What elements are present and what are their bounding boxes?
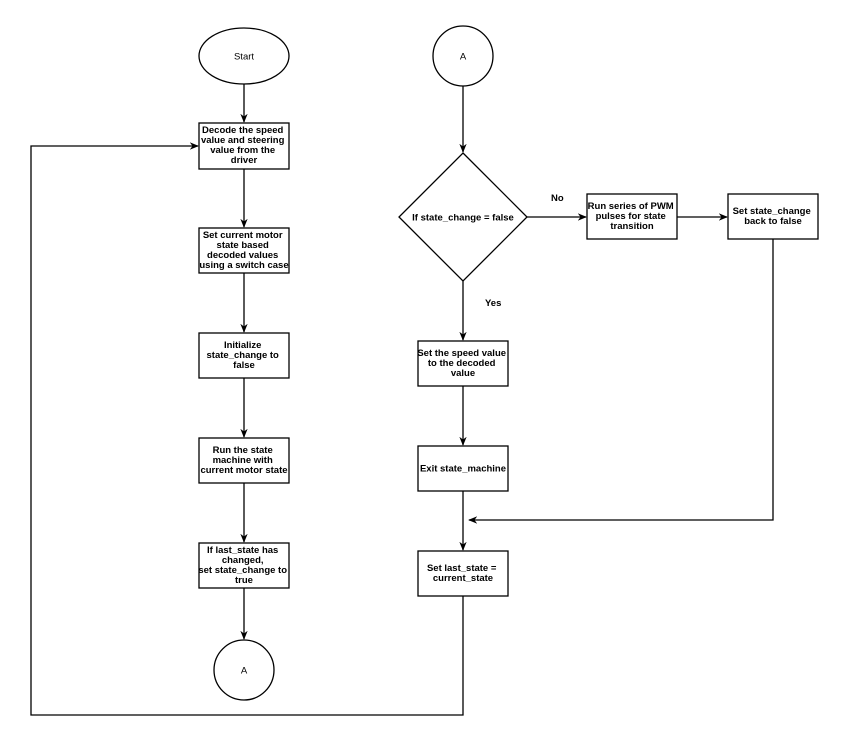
pwm-line-3: transition <box>610 221 653 232</box>
set-state-line-3: decoded values <box>207 250 278 261</box>
if-last-line-1: If last_state has <box>207 545 278 556</box>
set-last-line-1: Set last_state = <box>427 563 497 574</box>
set-last-state-text: Set last_state = current_state <box>427 563 499 584</box>
run-sm-line-1: Run the state <box>213 445 273 456</box>
start-node: Start <box>198 27 290 85</box>
start-label: Start <box>234 52 254 63</box>
run-sm-line-3: current motor state <box>200 465 287 476</box>
set-last-state-node: Set last_state = current_state <box>417 550 509 597</box>
decode-input-text: Decode the speed value and steering valu… <box>201 125 287 166</box>
init-line-3: false <box>233 360 255 371</box>
init-line-2: state_change to <box>207 350 280 361</box>
set-motor-state-text: Set current motor state based decoded va… <box>199 230 288 271</box>
set-state-line-4: using a switch case <box>199 260 288 271</box>
connector-a-bottom-label: A <box>241 666 248 677</box>
if-last-line-2: changed, <box>222 555 264 566</box>
connector-a-bottom: A <box>213 639 275 701</box>
init-line-1: Initialize <box>224 340 261 351</box>
set-speed-line-2: to the decoded <box>428 358 496 369</box>
last-state-check-text: If last_state has changed, set state_cha… <box>198 545 289 586</box>
set-speed-node: Set the speed value to the decoded value <box>417 340 509 387</box>
decode-line-4: driver <box>231 155 258 166</box>
exit-state-machine-node: Exit state_machine <box>417 445 509 492</box>
set-speed-text: Set the speed value to the decoded value <box>417 348 508 379</box>
set-motor-state-node: Set current motor state based decoded va… <box>198 227 290 274</box>
decision-label: If state_change = false <box>412 213 514 224</box>
connector-a-top: A <box>432 25 494 87</box>
reset-state-change-node: Set state_change back to false <box>727 193 819 240</box>
run-state-machine-node: Run the state machine with current motor… <box>198 437 290 484</box>
edge-reset-to-merge <box>468 239 774 524</box>
last-state-check-node: If last_state has changed, set state_cha… <box>198 542 290 589</box>
set-last-line-2: current_state <box>433 573 493 584</box>
decode-input-node: Decode the speed value and steering valu… <box>198 122 290 170</box>
set-state-line-2: state based <box>217 240 269 251</box>
run-sm-line-2: machine with <box>213 455 273 466</box>
pwm-pulses-node: Run series of PWM pulses for state trans… <box>586 193 678 240</box>
set-back-line-1: Set state_change <box>733 206 811 217</box>
edge-label-no: No <box>551 193 564 204</box>
if-last-line-3: set state_change to <box>198 565 287 576</box>
pwm-line-2: pulses for state <box>596 211 666 222</box>
edge-loop-back-to-decode <box>30 142 464 716</box>
exit-label: Exit state_machine <box>420 464 506 475</box>
initialize-node: Initialize state_change to false <box>198 332 290 379</box>
reset-state-change-text: Set state_change back to false <box>733 206 814 227</box>
if-last-line-4: true <box>235 575 253 586</box>
pwm-pulses-text: Run series of PWM pulses for state trans… <box>588 201 677 232</box>
set-speed-line-1: Set the speed value <box>417 348 506 359</box>
run-state-machine-text: Run the state machine with current motor… <box>200 445 287 476</box>
pwm-line-1: Run series of PWM <box>588 201 674 212</box>
state-change-decision: If state_change = false <box>398 152 528 282</box>
edge-label-yes: Yes <box>485 298 501 309</box>
decode-line-2: value and steering <box>201 135 285 146</box>
set-back-line-2: back to false <box>744 216 802 227</box>
set-state-line-1: Set current motor <box>203 230 283 241</box>
initialize-text: Initialize state_change to false <box>207 340 282 371</box>
decode-line-3: value from the <box>210 145 275 156</box>
decode-line-1: Decode the speed <box>202 125 283 136</box>
connector-a-top-label: A <box>460 52 467 63</box>
set-speed-line-3: value <box>451 368 475 379</box>
